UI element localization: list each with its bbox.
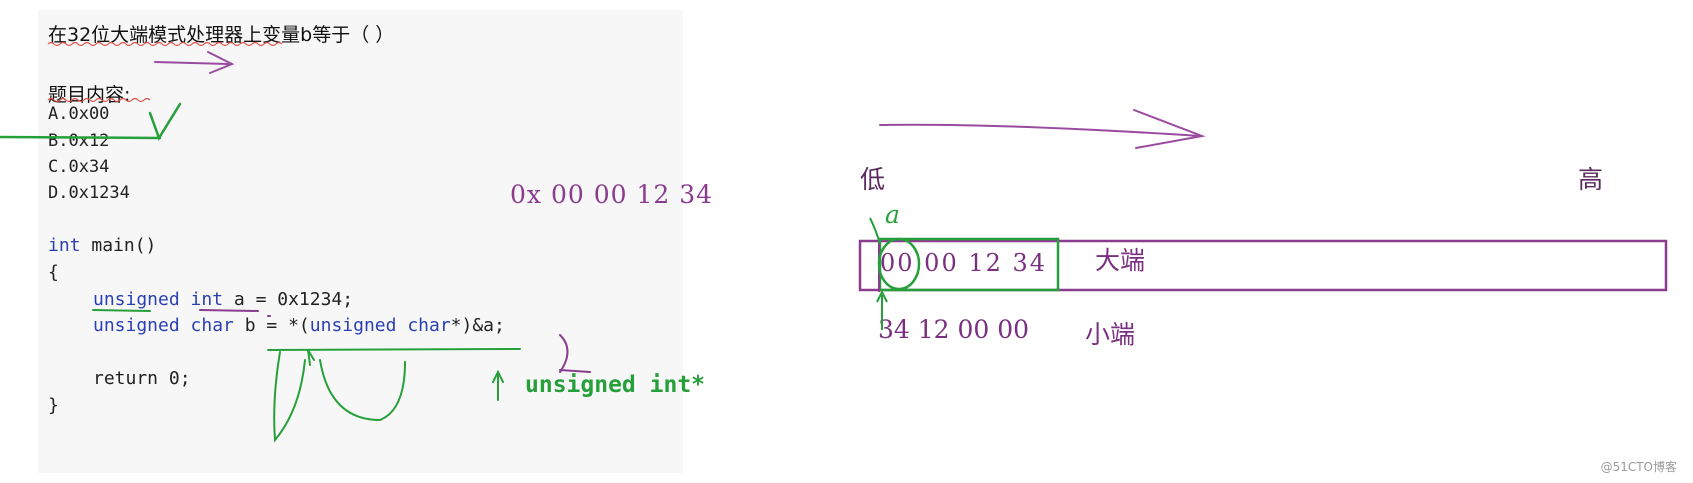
little-endian-label: 小端 bbox=[1085, 320, 1136, 349]
option-c[interactable]: C.0x34 bbox=[48, 157, 110, 177]
variable-a-label: a bbox=[885, 200, 900, 229]
memory-layout-diagram bbox=[858, 217, 1668, 330]
code-text: b = *( bbox=[233, 315, 310, 336]
big-endian-bytes: 00 00 12 34 bbox=[880, 249, 1048, 277]
code-keyword: unsigned bbox=[309, 315, 397, 336]
code-keyword: int bbox=[190, 289, 224, 310]
code-line-open-brace: { bbox=[48, 262, 59, 283]
option-b[interactable]: B.0x12 bbox=[48, 131, 110, 151]
low-address-label: 低 bbox=[860, 165, 886, 194]
code-line-declare-a: unsigned int a = 0x1234; bbox=[93, 289, 353, 310]
code-keyword: unsigned bbox=[93, 315, 180, 336]
option-d[interactable]: D.0x1234 bbox=[48, 183, 130, 203]
code-text: main() bbox=[80, 235, 157, 256]
code-underlines bbox=[92, 309, 591, 443]
code-keyword: char bbox=[407, 315, 451, 336]
question-subtitle: 题目内容: bbox=[48, 84, 131, 106]
pointer-type-annotation: unsigned int* bbox=[525, 372, 706, 398]
question-title: 在32位大端模式处理器上变量b等于（ ） bbox=[48, 24, 395, 46]
code-line-close-brace: } bbox=[48, 395, 59, 416]
code-keyword: unsigned bbox=[93, 289, 180, 310]
little-endian-bytes: 34 12 00 00 bbox=[878, 315, 1030, 344]
code-editor-panel bbox=[38, 10, 683, 473]
high-address-label: 高 bbox=[1578, 165, 1604, 194]
option-a[interactable]: A.0x00 bbox=[48, 104, 110, 124]
code-line-main: int main() bbox=[48, 235, 156, 256]
arrow-icon bbox=[154, 51, 235, 74]
watermark: @51CTO博客 bbox=[1600, 460, 1677, 474]
arrow-icon bbox=[879, 109, 1206, 149]
code-keyword: int bbox=[48, 235, 81, 256]
code-line-return: return 0; bbox=[93, 368, 191, 389]
code-text: *)&a; bbox=[450, 315, 505, 336]
answer-mark bbox=[0, 102, 182, 141]
code-text: a = 0x1234; bbox=[223, 289, 354, 310]
code-keyword: char bbox=[190, 315, 234, 336]
spellcheck-underline bbox=[47, 41, 283, 103]
big-endian-label: 大端 bbox=[1095, 246, 1146, 275]
hex-value-annotation: 0x 00 00 12 34 bbox=[510, 180, 714, 209]
code-line-declare-b: unsigned char b = *(unsigned char*)&a; bbox=[93, 315, 505, 336]
